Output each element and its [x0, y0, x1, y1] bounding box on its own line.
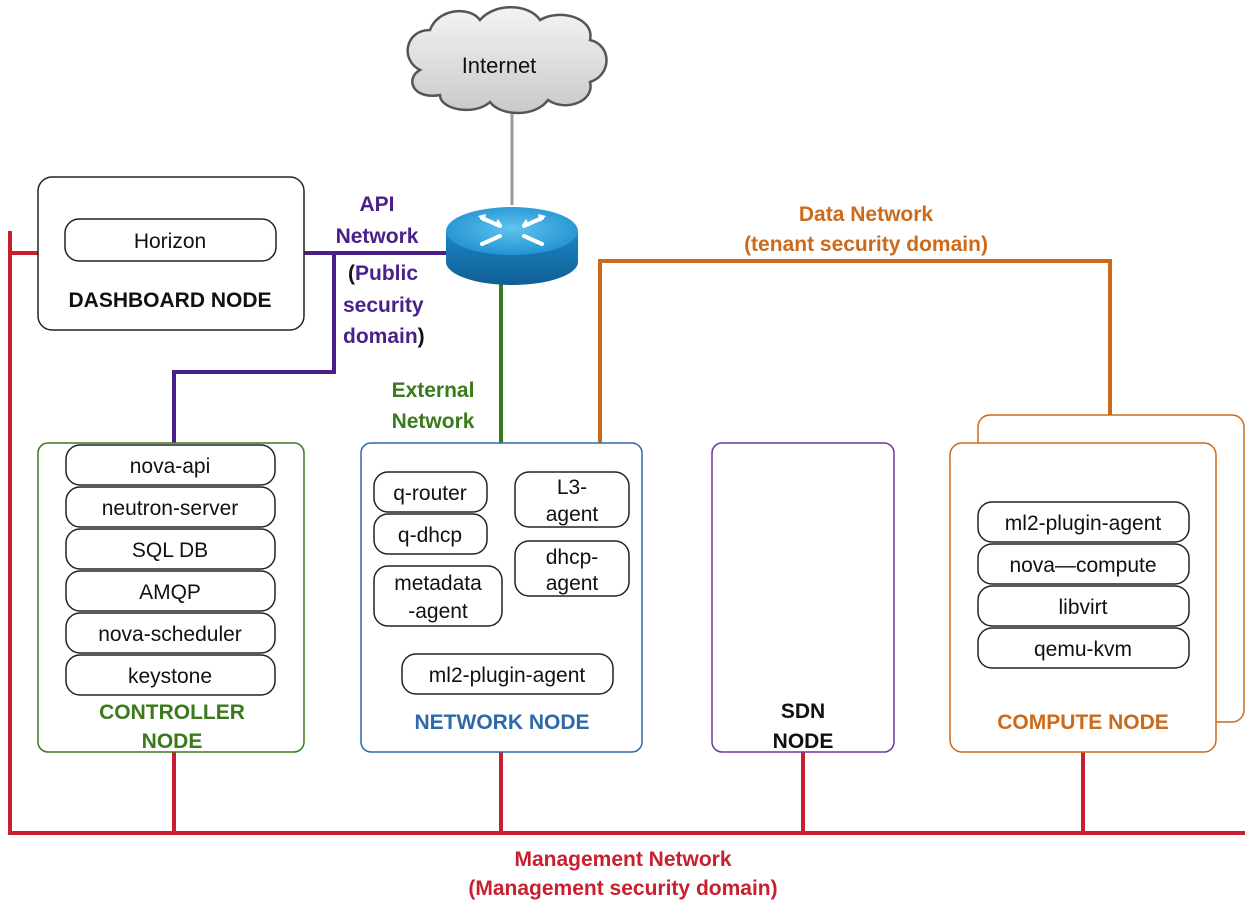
api-network-lines — [172, 251, 450, 443]
service-horizon — [64, 218, 277, 262]
service-ml2-plugin-agent-network-label: ml2-plugin-agent — [429, 664, 586, 687]
sdn-node-title-line2: NODE — [773, 730, 834, 753]
service-l3-agent — [514, 471, 630, 528]
service-metadata-agent-label-line2: -agent — [408, 600, 468, 623]
service-nova-compute-label: nova—compute — [1009, 554, 1156, 577]
data-network-label-line1: Data Network — [799, 203, 934, 226]
management-network-label-line2: (Management security domain) — [468, 877, 777, 900]
public-domain-line3: domain) — [343, 325, 425, 348]
controller-services: nova-api neutron-server SQL DB AMQP nova… — [65, 444, 276, 696]
service-dhcp-agent-label-line2: agent — [546, 572, 599, 595]
external-network-label-line2: Network — [392, 410, 475, 433]
service-metadata-agent-label-line1: metadata — [394, 572, 482, 595]
service-qemu-kvm-label: qemu-kvm — [1034, 638, 1132, 661]
data-network-line — [598, 259, 1112, 443]
service-q-router-label: q-router — [393, 482, 467, 505]
service-qemu-kvm — [977, 627, 1190, 669]
sdn-node-title-line1: SDN — [781, 700, 825, 723]
internet-cloud — [406, 6, 608, 115]
controller-node-title-line1: CONTROLLER — [99, 701, 245, 724]
service-amqp-label: AMQP — [139, 581, 201, 604]
service-q-dhcp — [373, 513, 488, 555]
service-dhcp-agent-label-line1: dhcp- — [546, 546, 599, 569]
service-nova-compute — [977, 543, 1190, 585]
service-nova-api-label: nova-api — [130, 455, 211, 478]
router-icon — [446, 207, 578, 285]
service-ml2-plugin-agent-network — [401, 653, 614, 695]
service-l3-agent-label-line1: L3- — [557, 476, 587, 499]
service-sql-db-label: SQL DB — [132, 539, 208, 562]
service-keystone-label: keystone — [128, 665, 212, 688]
service-dhcp-agent — [514, 540, 630, 597]
public-domain-line1: (Public — [348, 262, 418, 285]
service-nova-scheduler — [65, 612, 276, 654]
service-nova-scheduler-label: nova-scheduler — [98, 623, 242, 646]
service-ml2-plugin-agent-compute-label: ml2-plugin-agent — [1005, 512, 1162, 535]
management-network-lines — [8, 231, 1245, 835]
service-l3-agent-label-line2: agent — [546, 503, 599, 526]
controller-node-title-line2: NODE — [142, 730, 203, 753]
service-horizon-label: Horizon — [134, 230, 206, 253]
network-node-title: NETWORK NODE — [415, 711, 590, 734]
data-network-label-line2: (tenant security domain) — [744, 233, 988, 256]
internet-label: Internet — [462, 53, 537, 78]
service-amqp — [65, 570, 276, 612]
service-keystone — [65, 654, 276, 696]
service-libvirt — [977, 585, 1190, 627]
service-neutron-server — [65, 486, 276, 528]
service-q-dhcp-label: q-dhcp — [398, 524, 462, 547]
service-libvirt-label: libvirt — [1058, 596, 1107, 619]
service-nova-api — [65, 444, 276, 486]
api-network-label-line1: API — [359, 193, 394, 216]
service-neutron-server-label: neutron-server — [102, 497, 239, 520]
sdn-node-box — [711, 442, 895, 753]
management-network-label-line1: Management Network — [514, 848, 731, 871]
service-q-router — [373, 471, 488, 513]
service-ml2-plugin-agent-compute — [977, 501, 1190, 543]
dashboard-node-title: DASHBOARD NODE — [68, 289, 271, 312]
service-metadata-agent — [373, 565, 503, 627]
api-network-label-line2: Network — [336, 225, 419, 248]
compute-node-title: COMPUTE NODE — [997, 711, 1169, 734]
external-network-label-line1: External — [392, 379, 475, 402]
public-domain-line2: security — [343, 294, 424, 317]
service-sql-db — [65, 528, 276, 570]
